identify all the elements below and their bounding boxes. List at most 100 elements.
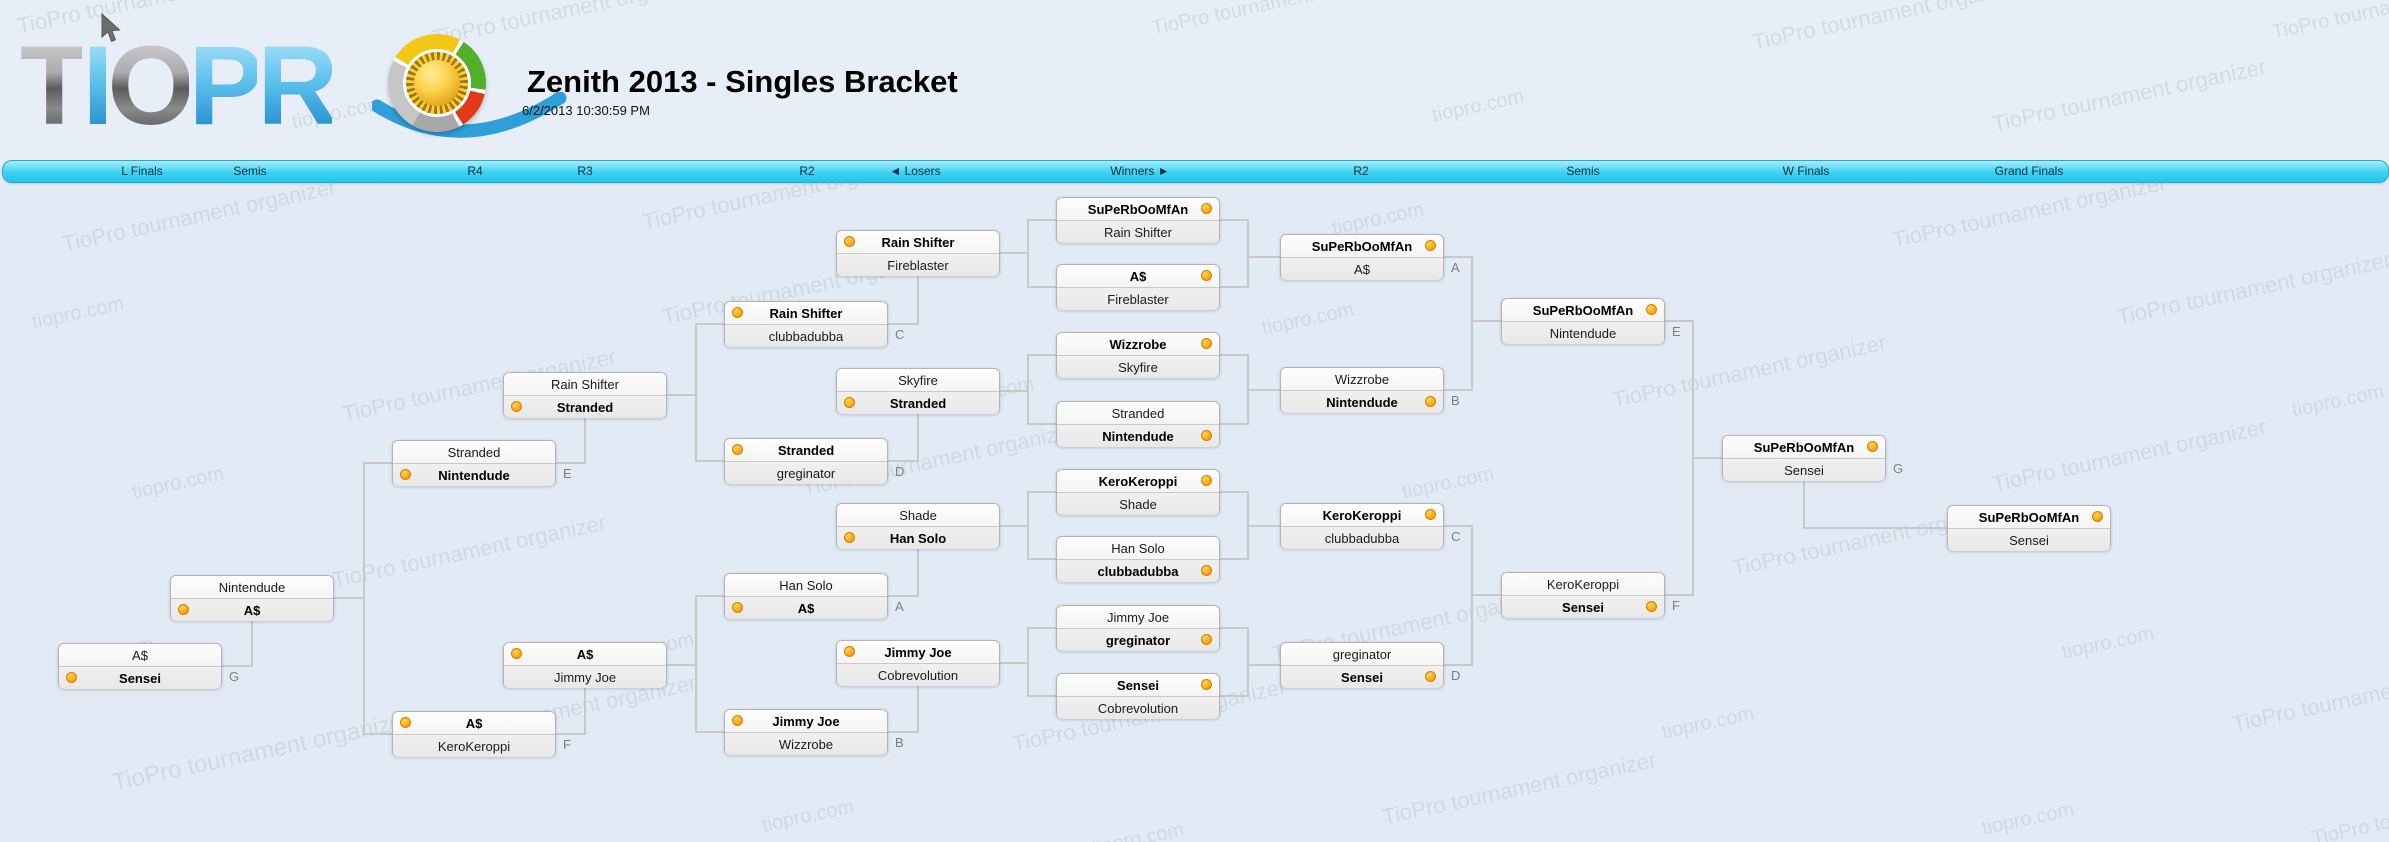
player-slot[interactable]: Fireblaster <box>837 253 999 276</box>
player-slot[interactable]: clubbadubba <box>1281 526 1443 549</box>
player-slot[interactable]: A$ <box>1057 265 1219 287</box>
player-slot[interactable]: Nintendude <box>171 576 333 598</box>
watermark-text: tiopro.com <box>1430 85 1526 127</box>
player-slot[interactable]: A$ <box>59 644 221 666</box>
player-slot[interactable]: Sensei <box>1281 665 1443 688</box>
player-slot[interactable]: Wizzrobe <box>725 732 887 755</box>
player-slot[interactable]: Nintendude <box>393 463 555 486</box>
player-slot[interactable]: Shade <box>837 504 999 526</box>
match-box[interactable]: A$Sensei <box>58 643 222 689</box>
player-slot[interactable]: Sensei <box>1502 595 1664 618</box>
player-slot[interactable]: Jimmy Joe <box>1057 606 1219 628</box>
player-slot[interactable]: Cobrevolution <box>837 663 999 686</box>
player-slot[interactable]: A$ <box>725 596 887 619</box>
player-slot[interactable]: Han Solo <box>725 574 887 596</box>
match-box[interactable]: A$KeroKeroppi <box>392 711 556 757</box>
player-slot[interactable]: KeroKeroppi <box>1281 504 1443 526</box>
player-slot[interactable]: A$ <box>504 643 666 665</box>
player-slot[interactable]: A$ <box>393 712 555 734</box>
player-slot[interactable]: Fireblaster <box>1057 287 1219 310</box>
match-box[interactable]: A$Fireblaster <box>1056 264 1220 310</box>
player-slot[interactable]: clubbadubba <box>1057 559 1219 582</box>
player-slot[interactable]: Nintendude <box>1502 321 1664 344</box>
player-slot[interactable]: greginator <box>1057 628 1219 651</box>
player-slot[interactable]: Stranded <box>1057 402 1219 424</box>
player-slot[interactable]: clubbadubba <box>725 324 887 347</box>
player-slot[interactable]: greginator <box>725 461 887 484</box>
bracket-connector <box>1028 219 1056 221</box>
player-slot[interactable]: Wizzrobe <box>1057 333 1219 355</box>
match-box[interactable]: A$Jimmy Joe <box>503 642 667 688</box>
player-slot[interactable]: SuPeRbOoMfAn <box>1723 436 1885 458</box>
player-slot[interactable]: Nintendude <box>1281 390 1443 413</box>
player-slot[interactable]: Sensei <box>1723 458 1885 481</box>
player-slot[interactable]: Jimmy Joe <box>725 710 887 732</box>
player-slot[interactable]: Stranded <box>504 395 666 418</box>
player-slot[interactable]: Skyfire <box>1057 355 1219 378</box>
player-slot[interactable]: Skyfire <box>837 369 999 391</box>
player-slot[interactable]: Sensei <box>59 666 221 689</box>
player-slot[interactable]: SuPeRbOoMfAn <box>1502 299 1664 321</box>
player-slot[interactable]: Stranded <box>725 439 887 461</box>
player-slot[interactable]: Nintendude <box>1057 424 1219 447</box>
player-slot[interactable]: Jimmy Joe <box>837 641 999 663</box>
bracket-connector <box>1803 480 1805 529</box>
bracket-connector <box>1000 390 1028 392</box>
match-letter: C <box>895 327 905 342</box>
player-name: Shade <box>1119 496 1157 512</box>
player-slot[interactable]: KeroKeroppi <box>393 734 555 757</box>
player-slot[interactable]: SuPeRbOoMfAn <box>1281 235 1443 257</box>
player-slot[interactable]: Shade <box>1057 492 1219 515</box>
player-slot[interactable]: A$ <box>1281 257 1443 280</box>
player-slot[interactable]: Rain Shifter <box>504 373 666 395</box>
player-slot[interactable]: Wizzrobe <box>1281 368 1443 390</box>
player-slot[interactable]: KeroKeroppi <box>1057 470 1219 492</box>
player-slot[interactable]: Sensei <box>1948 528 2110 551</box>
match-letter: A <box>895 599 904 614</box>
player-slot[interactable]: Sensei <box>1057 674 1219 696</box>
player-slot[interactable]: Han Solo <box>1057 537 1219 559</box>
bracket-connector <box>1028 695 1056 697</box>
player-slot[interactable]: SuPeRbOoMfAn <box>1057 198 1219 220</box>
player-slot[interactable]: Jimmy Joe <box>504 665 666 688</box>
player-slot[interactable]: Rain Shifter <box>837 231 999 253</box>
player-slot[interactable]: SuPeRbOoMfAn <box>1948 506 2110 528</box>
player-slot[interactable]: A$ <box>171 598 333 621</box>
player-slot[interactable]: Han Solo <box>837 526 999 549</box>
player-slot[interactable]: KeroKeroppi <box>1502 573 1664 595</box>
bracket-connector <box>888 323 918 325</box>
player-slot[interactable]: Rain Shifter <box>1057 220 1219 243</box>
player-slot[interactable]: Cobrevolution <box>1057 696 1219 719</box>
match-letter: E <box>563 466 572 481</box>
player-slot[interactable]: Rain Shifter <box>725 302 887 324</box>
player-slot[interactable]: greginator <box>1281 643 1443 665</box>
player-slot[interactable]: Stranded <box>837 391 999 414</box>
player-slot[interactable]: Stranded <box>393 441 555 463</box>
